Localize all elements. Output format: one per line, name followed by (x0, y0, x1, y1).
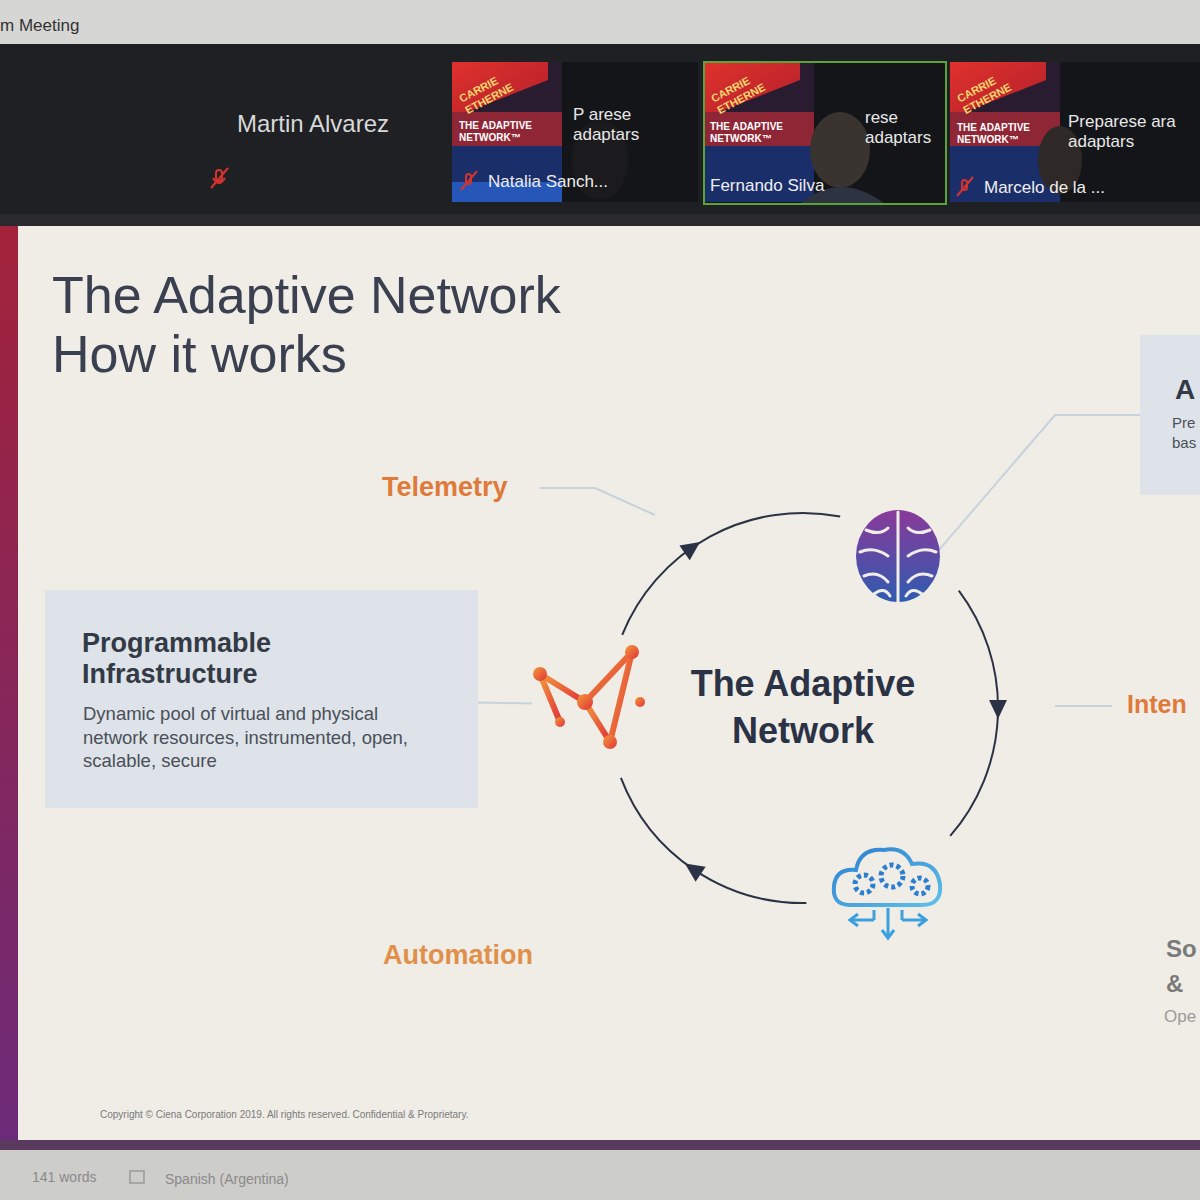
leader-line (540, 488, 655, 515)
network-icon (532, 642, 645, 754)
window-title: m Meeting (0, 16, 79, 36)
box-body: Pre bas (1172, 413, 1199, 452)
cycle-label: Telemetry (382, 472, 508, 503)
shared-slide-text: P arese adaptars (573, 105, 693, 144)
participant-name: Natalia Sanch... (488, 172, 608, 192)
status-icon (130, 1171, 144, 1183)
copyright-note: Copyright © Ciena Corporation 2019. All … (100, 1109, 468, 1121)
box-heading: A (1175, 375, 1200, 406)
slide-bottom-line (0, 1140, 1200, 1150)
cloud-gears-icon (834, 849, 940, 938)
thumbnail-logo: THE ADAPTIVE NETWORK™ (957, 122, 1053, 145)
cycle-label: Inten (1127, 690, 1187, 719)
info-box: A Pre bas (1140, 335, 1200, 495)
mute-icon (211, 168, 228, 188)
cycle-label: Automation (383, 940, 533, 971)
status-bar (0, 1150, 1200, 1200)
cycle-arrowheads (679, 535, 1007, 882)
brain-icon (856, 510, 940, 602)
center-title: The Adaptive Network (663, 661, 943, 755)
participant-name: Fernando Silva (710, 176, 824, 196)
leader-line (1055, 705, 1112, 707)
thumbnail-logo: THE ADAPTIVE NETWORK™ (459, 120, 555, 143)
info-box: Programmable InfrastructureDynamic pool … (45, 590, 478, 808)
slide-title: The Adaptive Network How it works (52, 266, 632, 385)
box-heading: & (1166, 970, 1183, 998)
shared-slide-text: Preparese ara adaptars (1068, 112, 1196, 151)
shared-slide-text: rese adaptars (865, 108, 945, 147)
connector-line (930, 415, 1140, 560)
status-text: Spanish (Argentina) (165, 1171, 289, 1187)
cycle-circle: The Adaptive Network (608, 513, 998, 903)
video-tile (950, 62, 1200, 202)
slide-gap (0, 214, 1200, 226)
box-heading: So (1166, 935, 1197, 963)
title-strip (0, 0, 1200, 44)
thumbnail-banner: CARRIE ETHERNE (955, 65, 1022, 116)
status-text: 141 words (32, 1169, 97, 1185)
slide-background (0, 226, 1200, 1142)
thumbnail-banner: CARRIE ETHERNE (709, 65, 776, 116)
box-heading: Programmable Infrastructure (82, 628, 352, 690)
meeting-bar (0, 44, 1200, 216)
thumbnail-banner: CARRIE ETHERNE (457, 65, 524, 116)
box-body: Dynamic pool of virtual and physical net… (83, 702, 438, 773)
video-tile (452, 62, 698, 202)
thumbnail-logo: THE ADAPTIVE NETWORK™ (710, 121, 806, 144)
box-body: Ope (1164, 1007, 1196, 1027)
participant-name: Martin Alvarez (237, 110, 389, 138)
participant-name: Marcelo de la ... (984, 178, 1105, 198)
slide-edge-strip (0, 226, 18, 1142)
connector-line (478, 703, 608, 705)
video-tile (704, 62, 946, 204)
cycle-ring (621, 513, 998, 903)
